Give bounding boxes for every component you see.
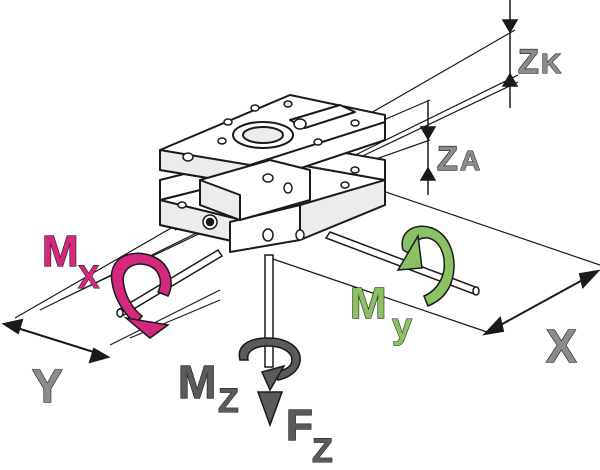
- mx-moment-arrow: [110, 252, 172, 339]
- label-mz: M Z: [177, 355, 239, 420]
- mz-sub-text: Z: [218, 382, 239, 420]
- x-axis-text: X: [546, 320, 577, 372]
- fz-main-text: F: [286, 401, 313, 450]
- label-zk: Z K: [517, 42, 561, 81]
- fz-force-arrow: [256, 391, 284, 428]
- fz-sub-text: Z: [312, 432, 333, 470]
- za-main-text: Z: [437, 140, 458, 178]
- zk-sub-text: K: [541, 48, 561, 79]
- y-dimension-arrow: [1, 318, 111, 364]
- fixture-block: [159, 94, 386, 253]
- zk-main-text: Z: [518, 43, 539, 81]
- my-moment-arrow: [396, 225, 455, 307]
- fixture-holes: [177, 100, 360, 242]
- label-y-axis: Y: [31, 359, 63, 412]
- zk-dimension-arrows: [501, 0, 519, 108]
- x-dimension-arrow: [482, 269, 600, 336]
- label-my: M y: [349, 278, 412, 346]
- my-main-text: M: [350, 279, 387, 328]
- label-mx: M X: [41, 226, 100, 295]
- z-rod: [264, 254, 274, 368]
- mx-main-text: M: [42, 227, 79, 276]
- y-axis-text: Y: [32, 360, 63, 412]
- label-x-axis: X: [545, 319, 577, 372]
- mz-main-text: M: [178, 356, 216, 408]
- label-fz: F Z: [285, 400, 333, 470]
- my-sub-text: y: [392, 305, 412, 346]
- za-sub-text: A: [460, 145, 480, 176]
- mx-sub-text: X: [78, 259, 100, 295]
- za-dimension-arrows: [419, 100, 437, 195]
- mz-moment-arrow: [238, 337, 301, 392]
- label-za: Z A: [436, 139, 480, 178]
